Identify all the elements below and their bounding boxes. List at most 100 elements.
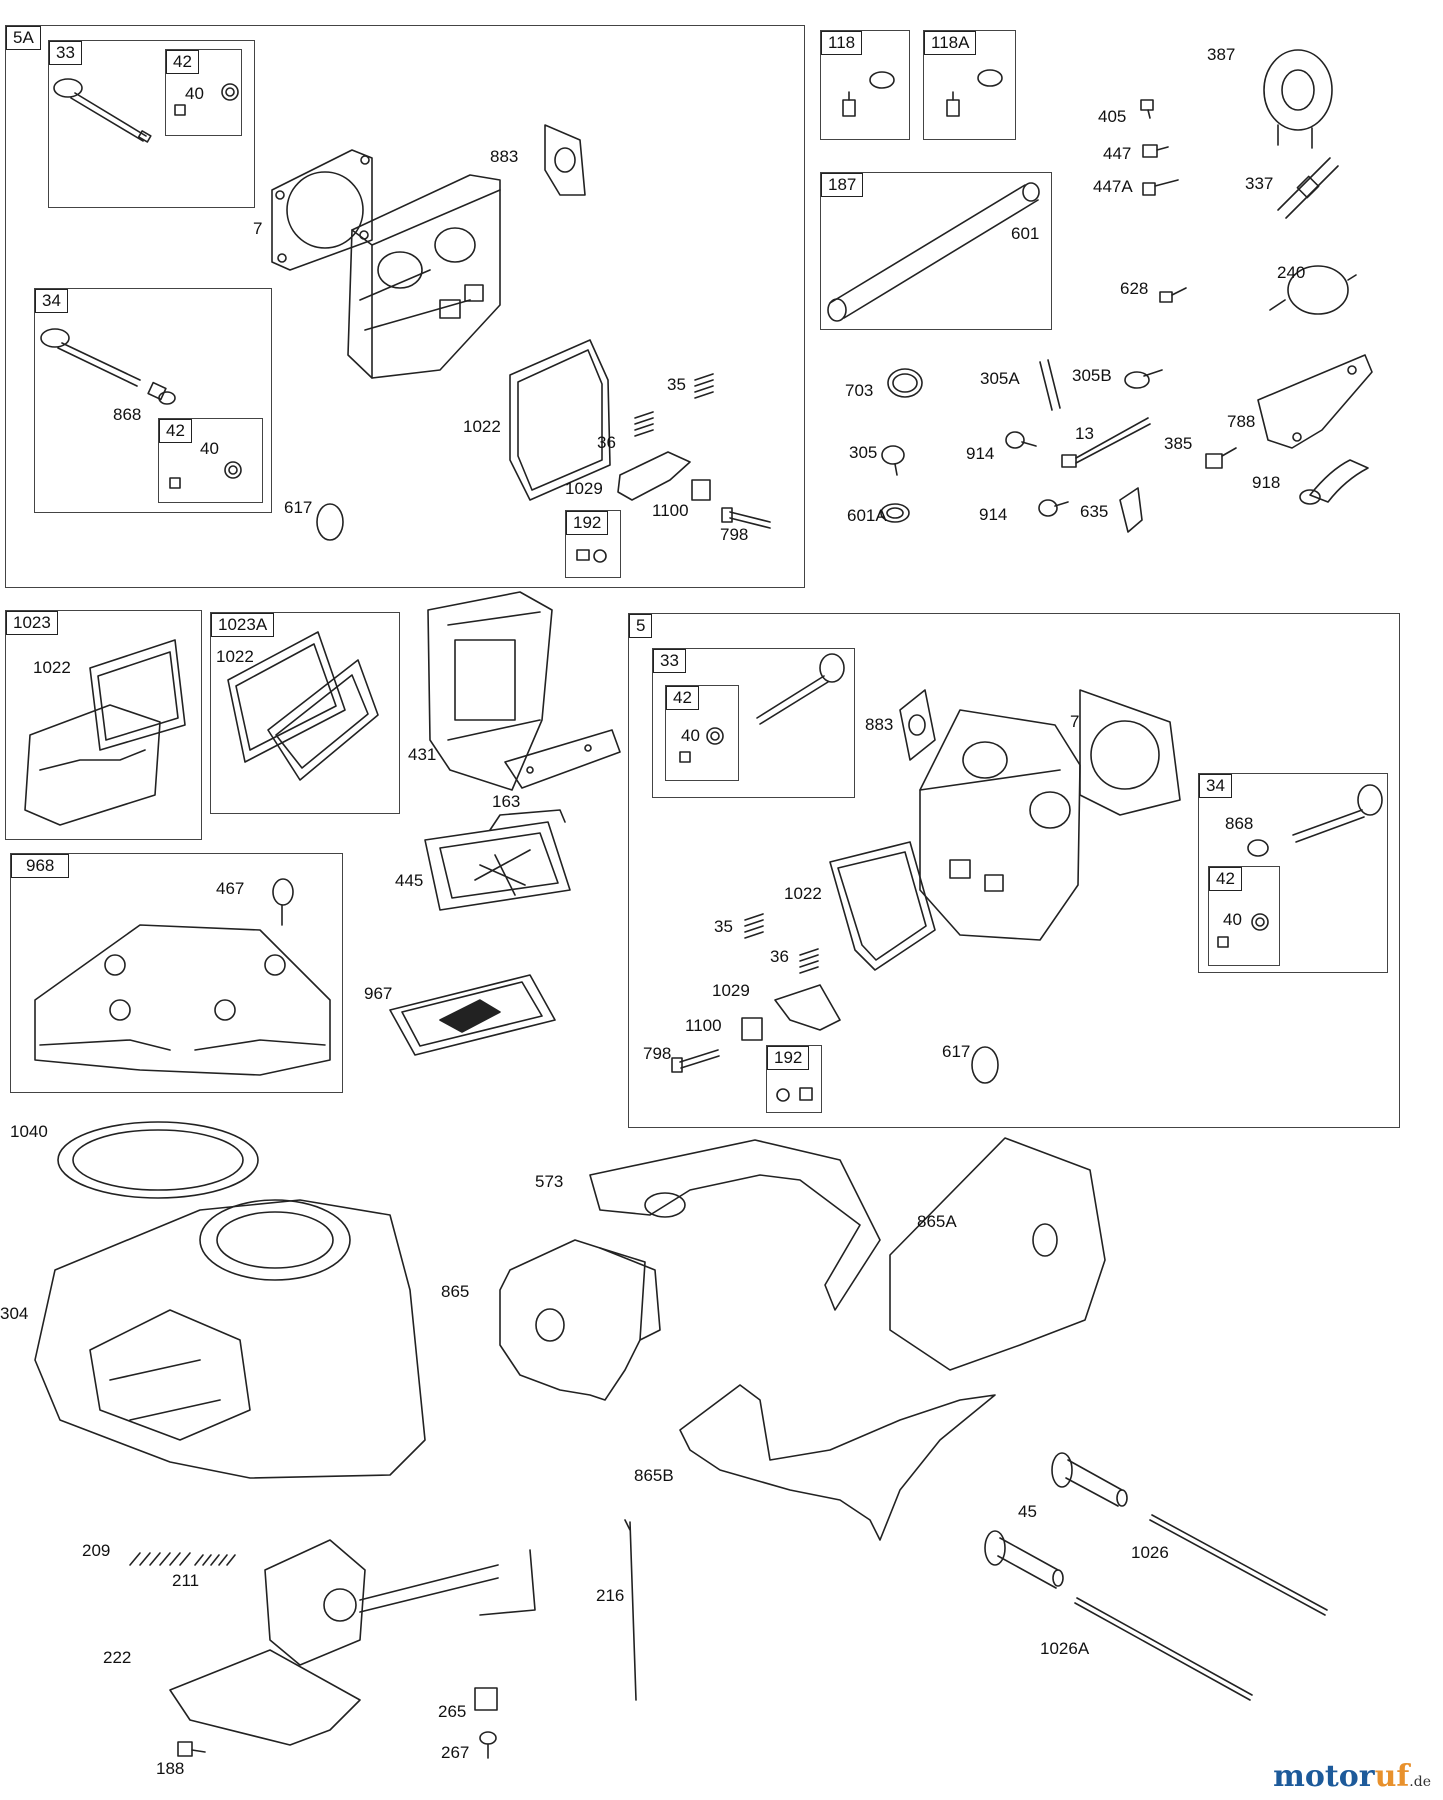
group-box-118A <box>923 30 1016 140</box>
screw-405 <box>1140 99 1154 119</box>
hose-918 <box>1299 459 1369 505</box>
part-label: 914 <box>979 505 1008 524</box>
blower-housing-304 <box>34 1199 426 1479</box>
valve-34-top <box>40 328 176 405</box>
part-label: 305A <box>980 369 1020 388</box>
baffle-865B <box>679 1384 996 1541</box>
group-box-192-top <box>565 510 621 578</box>
part-label: 798 <box>643 1044 672 1063</box>
head-gasket-7-top <box>271 149 373 271</box>
part-label: 267 <box>441 1743 470 1762</box>
o-ring-617-top <box>316 503 344 541</box>
part-label: 40 <box>681 726 700 745</box>
pivot-1100-lower <box>741 1017 763 1041</box>
brand-main: motor <box>1273 1759 1375 1794</box>
part-label: 788 <box>1227 412 1256 431</box>
group-box-968 <box>10 853 343 1093</box>
part-label: 865 <box>441 1282 470 1301</box>
knob-467 <box>272 878 294 926</box>
part-label: 703 <box>845 381 874 400</box>
box-tag: 187 <box>821 173 864 197</box>
keeper-set-mid <box>169 461 242 489</box>
group-box-1023A <box>210 612 400 814</box>
part-label: 883 <box>865 715 894 734</box>
part-label: 445 <box>395 871 424 890</box>
part-label: 305 <box>849 443 878 462</box>
box-tag: 118A <box>924 31 977 55</box>
part-label: 431 <box>408 745 437 764</box>
part-label: 163 <box>492 792 521 811</box>
gasket-163 <box>504 729 621 789</box>
part-label: 883 <box>490 147 519 166</box>
part-label: 1022 <box>216 647 254 666</box>
box-tag: 42 <box>159 419 192 443</box>
part-label: 7 <box>1070 712 1080 731</box>
part-label: 447A <box>1093 177 1133 196</box>
box-tag: 5A <box>6 26 41 50</box>
part-label: 617 <box>284 498 313 517</box>
part-label: 1026 <box>1131 1543 1169 1562</box>
nut-192-lower <box>776 1087 813 1102</box>
part-label: 1022 <box>784 884 822 903</box>
push-rod-1026 <box>1149 1514 1328 1616</box>
group-box-42-mid <box>158 418 263 503</box>
spark-plug-337 <box>1277 157 1339 219</box>
part-label: 385 <box>1164 434 1193 453</box>
o-ring-617-lower <box>971 1046 999 1084</box>
rocker-gasket-1022-top <box>509 339 611 501</box>
shroud-968 <box>34 924 331 1076</box>
part-label: 868 <box>113 405 142 424</box>
part-label: 405 <box>1098 107 1127 126</box>
group-box-33-top <box>48 40 255 208</box>
brand-watermark: motoruf.de <box>1273 1759 1431 1794</box>
nut-192-top <box>576 549 607 563</box>
spring-209 <box>129 1552 191 1566</box>
valve-tappet-45b <box>984 1530 1064 1589</box>
part-label: 1100 <box>652 501 689 520</box>
part-label: 628 <box>1120 279 1149 298</box>
pivot-1100-top <box>691 479 711 501</box>
screw-267 <box>479 1731 497 1759</box>
part-label: 865A <box>917 1212 957 1231</box>
cylinder-head-top <box>347 174 501 379</box>
fuel-filter-240 <box>1269 265 1357 315</box>
screw-914a <box>1005 431 1037 449</box>
part-label: 918 <box>1252 473 1281 492</box>
part-label: 7 <box>253 219 263 238</box>
baffle-865A <box>889 1137 1106 1371</box>
part-label: 304 <box>0 1304 29 1323</box>
group-box-187 <box>820 172 1052 330</box>
part-label: 865B <box>634 1466 674 1485</box>
brand-accent: uf <box>1374 1759 1410 1794</box>
part-label: 35 <box>667 375 686 394</box>
group-box-33-lower <box>652 648 855 798</box>
box-tag: 34 <box>35 289 68 313</box>
part-label: 868 <box>1225 814 1254 833</box>
group-box-1023 <box>5 610 202 840</box>
keeper-set-lower-left <box>679 727 724 763</box>
box-tag: 192 <box>566 511 609 535</box>
part-label: 216 <box>596 1586 625 1605</box>
part-label: 337 <box>1245 174 1274 193</box>
part-label: 635 <box>1080 502 1109 521</box>
group-box-5A <box>5 25 805 588</box>
part-label: 467 <box>216 879 245 898</box>
baffle-865 <box>499 1239 661 1401</box>
box-tag: 42 <box>166 50 199 74</box>
valve-33-lower <box>756 653 845 725</box>
screw-118 <box>842 71 895 117</box>
box-tag: 5 <box>629 614 653 638</box>
screw-385 <box>1205 447 1237 469</box>
bracket-788 <box>1257 354 1373 449</box>
part-label: 1022 <box>463 417 501 436</box>
box-tag: 42 <box>666 686 699 710</box>
part-label: 601A <box>847 506 887 525</box>
governor-222 <box>169 1539 536 1746</box>
group-box-118 <box>820 30 910 140</box>
part-label: 240 <box>1277 263 1306 282</box>
part-label: 40 <box>1223 910 1242 929</box>
screw-305 <box>881 445 905 476</box>
bolt-13 <box>1061 417 1151 468</box>
pre-cleaner-967 <box>389 974 556 1056</box>
